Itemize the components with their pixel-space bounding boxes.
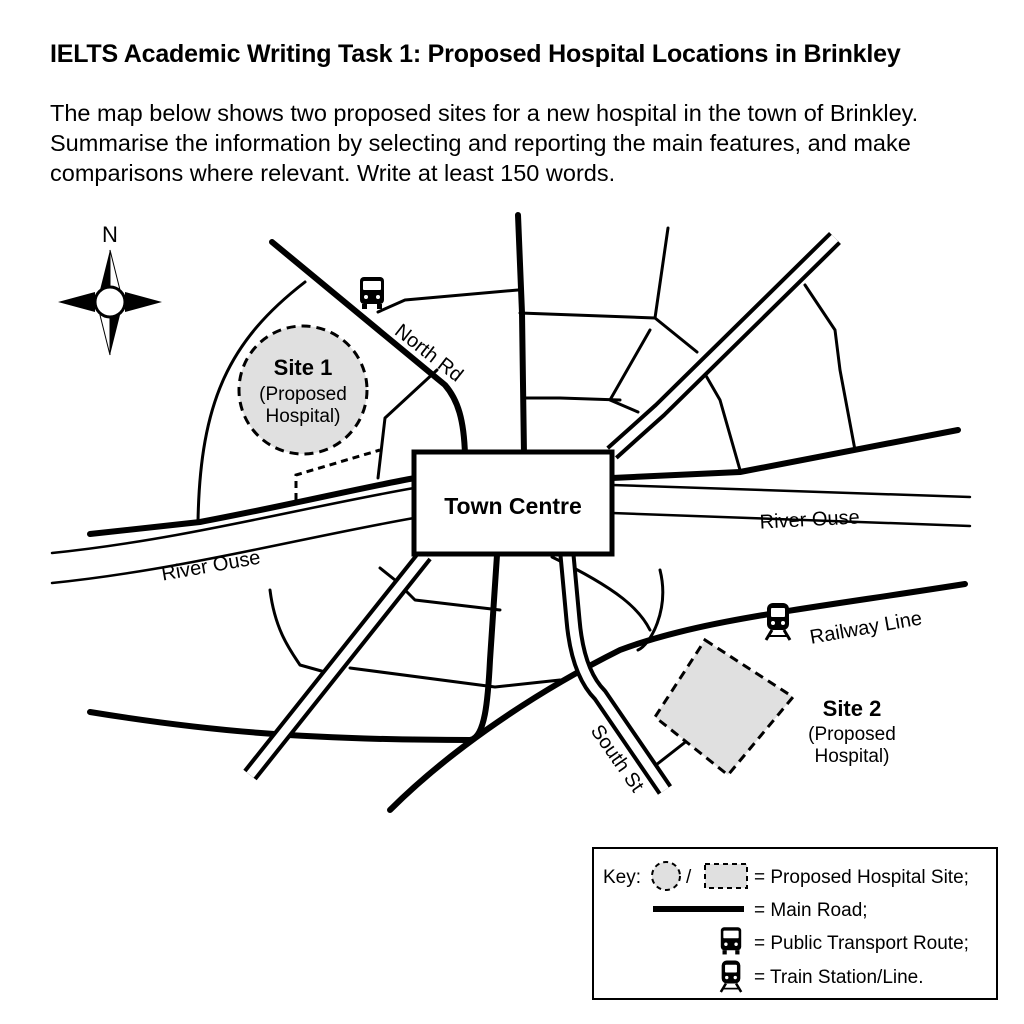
- key-circle-swatch: [651, 861, 681, 891]
- key-square-swatch: [704, 863, 748, 889]
- main-roads: [87, 212, 968, 813]
- railway-line-label: Railway Line: [808, 607, 923, 648]
- task-prompt: The map below shows two proposed sites f…: [50, 100, 919, 186]
- key-site-text: = Proposed Hospital Site;: [754, 867, 969, 888]
- key-slash: /: [686, 867, 692, 888]
- site1-title: Site 1: [274, 355, 333, 380]
- site1-access-path: [294, 448, 381, 500]
- site-1: Site 1 (Proposed Hospital): [237, 324, 369, 456]
- north-central-road: [515, 212, 527, 458]
- compass-rose-icon: N: [58, 222, 162, 356]
- train-icon: [764, 601, 792, 642]
- river-ouse-west-label: River Ouse: [160, 547, 262, 586]
- minor-streets: [196, 226, 857, 689]
- key-train-text: = Train Station/Line.: [754, 967, 924, 988]
- west-main-road: [87, 475, 418, 537]
- town-centre: Town Centre: [411, 449, 615, 557]
- river-ouse: [50, 483, 972, 585]
- site2-access-road: [655, 738, 689, 767]
- town-centre-label: Town Centre: [444, 493, 582, 519]
- double-roads: [243, 231, 841, 795]
- site1-subtitle-1: (Proposed: [259, 384, 347, 405]
- site2-subtitle-2: Hospital): [815, 746, 890, 767]
- site2-title: Site 2: [823, 696, 882, 721]
- key-main-road-text: = Main Road;: [754, 900, 868, 921]
- site1-subtitle-2: Hospital): [266, 406, 341, 427]
- site2-subtitle-1: (Proposed: [808, 724, 896, 745]
- compass-north-label: N: [102, 222, 118, 247]
- southwest-main-road: [87, 552, 500, 743]
- page-title: IELTS Academic Writing Task 1: Proposed …: [50, 40, 901, 68]
- key-prefix: Key:: [603, 867, 641, 888]
- key-transport-text: = Public Transport Route;: [754, 933, 969, 954]
- east-main-road: [609, 427, 961, 481]
- site-2: Site 2 (Proposed Hospital): [652, 637, 896, 778]
- map-key: Key: / = Proposed Hospital Site; = Main …: [592, 847, 998, 1000]
- north-rd: [269, 239, 468, 458]
- bus-icon: [360, 277, 384, 309]
- railway-line: [387, 581, 968, 813]
- river-ouse-east-label: River Ouse: [759, 506, 860, 533]
